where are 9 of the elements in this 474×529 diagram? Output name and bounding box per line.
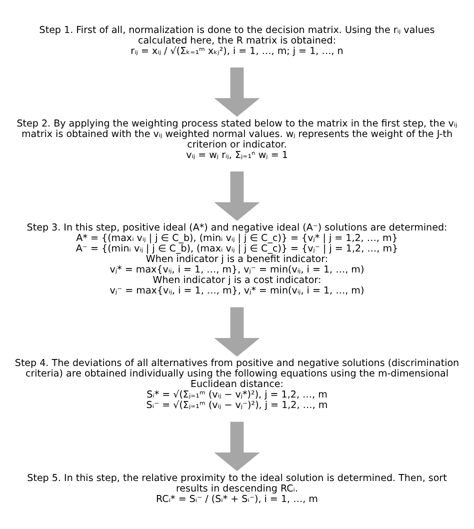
arrow — [214, 421, 260, 471]
node-text: Step 4. The deviations of all alternatives from positive and negative solutions (discrimination criteria) are obtained individually using the following equations using the m-dimensional Euclidean distance: Sᵢ* = √(Σⱼ₌₁ᵐ (vᵢⱼ − vⱼ*)²), j = 1,2, …, m Sᵢ⁻ = √(Σⱼ₌₁ᵐ (vᵢⱼ − vⱼ⁻)²), j = 1,2, …, m — [14, 358, 460, 411]
arrow — [214, 67, 260, 116]
node-text: Step 3. In this step, positive ideal (A*) and negative ideal (A⁻) solutions are determined: A* = {(maxᵢ vᵢⱼ | j ∈ C_b), (minᵢ vᵢⱼ | j ∈ C_c)} = {vⱼ* | j = 1,2, …, m} A⁻ = {(minᵢ vᵢⱼ | j ∈ C_b), (maxᵢ vᵢⱼ | j ∈ C_c)} = {vⱼ⁻ | j = 1,2, …, m} When indicator j is a benefit indicator: vⱼ* = max{vᵢⱼ, i = 1, …, m}, vⱼ⁻ = min(vᵢⱼ, i = 1, …, m) When indicator j is a cost indicator: vⱼ⁻ = max{vᵢⱼ, i = 1, …, m}, vⱼ* = min(vᵢⱼ, i = 1, …, m) — [26, 222, 448, 296]
arrow — [214, 306, 260, 356]
node-text: Step 2. By applying the weighting process stated below to the matrix in the first step, the vᵢⱼ matrix is obtained with the vᵢⱼ weighted normal values. wⱼ represents the weight of the J-th criterion or indicator. vᵢⱼ = wⱼ rᵢⱼ, Σⱼ₌₁ⁿ wⱼ = 1 — [16, 118, 458, 161]
node-text: Step 5. In this step, the relative proximity to the ideal solution is determined. Then, sort results in descending RCᵢ. RCᵢ* = Sᵢ⁻ / (Sᵢ* + Sᵢ⁻), i = 1, …, m — [27, 472, 447, 504]
arrow — [214, 171, 260, 220]
node-text: Step 1. First of all, normalization is done to the decision matrix. Using the rᵢⱼ values calculated here, the R matrix is obtained: rᵢⱼ = xᵢⱼ / √(Σₖ₌₁ᵐ xₖⱼ²), i = 1, …, m; j = 1, …, n — [39, 24, 435, 56]
